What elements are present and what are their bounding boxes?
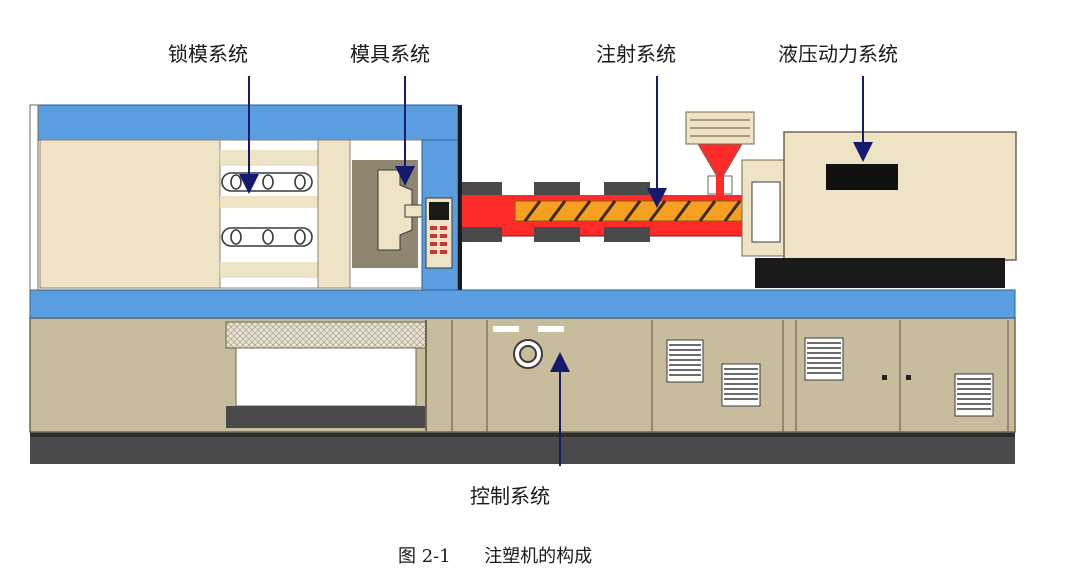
callout-arrows xyxy=(239,76,873,466)
machine-base xyxy=(30,432,1015,464)
mold xyxy=(349,139,423,289)
label-hydraulic-system: 液压动力系统 xyxy=(778,42,898,66)
figure-title: 注塑机的构成 xyxy=(484,546,593,567)
stationary-platen xyxy=(421,105,462,291)
hydraulic-power-unit xyxy=(741,131,1017,288)
figure-number: 图 2-1 xyxy=(398,546,451,567)
machine-bed-rail xyxy=(29,289,1016,319)
label-mold-system: 模具系统 xyxy=(350,42,430,66)
lower-cabinet xyxy=(29,317,1016,433)
label-control-system: 控制系统 xyxy=(470,484,550,508)
injection-unit xyxy=(461,111,755,242)
label-injection-system: 注射系统 xyxy=(596,42,676,66)
figure-caption: 图 2-1 注塑机的构成 xyxy=(398,542,592,568)
label-clamping-system: 锁模系统 xyxy=(168,42,248,66)
clamping-unit xyxy=(29,104,459,291)
